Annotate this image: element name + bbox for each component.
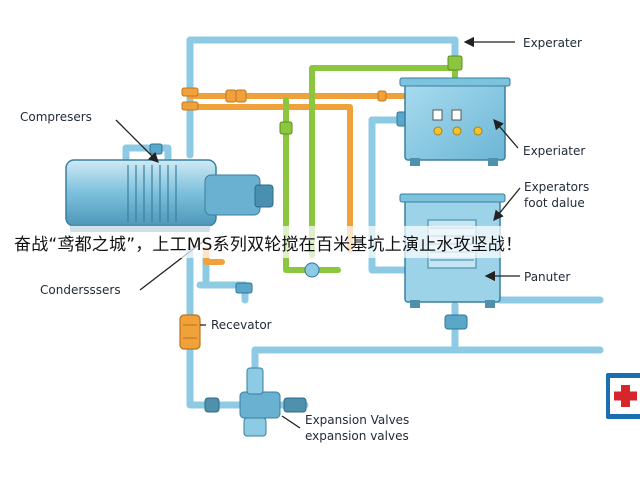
pipe-orange-mid — [187, 104, 353, 253]
motor-shaft — [254, 184, 274, 208]
label-expeators: Experators — [524, 180, 589, 194]
pipe-green-loop — [309, 65, 458, 258]
caption-banner — [0, 226, 640, 258]
compressor-unit — [65, 159, 274, 232]
label-receiver: Recevator — [211, 318, 272, 332]
arrow-expeater-box — [493, 119, 519, 149]
box-light-2 — [452, 126, 462, 136]
green-pipes — [283, 65, 458, 273]
label-condenser: Condersssers — [40, 283, 121, 297]
label-expeater-top: Experater — [523, 36, 582, 50]
arrow-compressor — [115, 119, 159, 163]
badge-card — [610, 378, 640, 414]
label-expansion-valves-sub: expansion valves — [305, 429, 409, 443]
caption-text: 奋战“鸢都之城”，上工MS系列双轮搅在百米基坑上演止水攻坚战！ — [14, 235, 523, 255]
pipe-right-vertical — [368, 116, 424, 274]
pipe-valve-up — [251, 346, 604, 384]
label-expeater-box: Experiater — [523, 144, 585, 158]
leader-expansion — [281, 415, 301, 429]
motor-fins — [127, 165, 177, 222]
box-indicator-2 — [451, 109, 462, 121]
motor-coupling — [204, 174, 261, 216]
label-foot-value: foot dalue — [524, 196, 585, 210]
pipe-main-down — [186, 246, 244, 409]
arrow-expeators — [493, 187, 521, 222]
box-indicator-1 — [432, 109, 443, 121]
label-expansion-valves: Expansion Valves — [305, 413, 409, 427]
motor-body — [65, 159, 217, 227]
label-tank: Panuter — [524, 270, 570, 284]
box-light-3 — [473, 126, 483, 136]
control-box — [399, 77, 511, 166]
label-compressor: Compresers — [20, 110, 92, 124]
pipe-compressor-loop — [122, 144, 172, 164]
receiver-vessel — [179, 314, 201, 350]
medical-cross-icon — [614, 385, 637, 407]
expansion-valve — [204, 367, 307, 437]
pipe-green-left — [283, 97, 341, 273]
box-light-1 — [433, 126, 443, 136]
side-badge[interactable] — [606, 373, 640, 419]
